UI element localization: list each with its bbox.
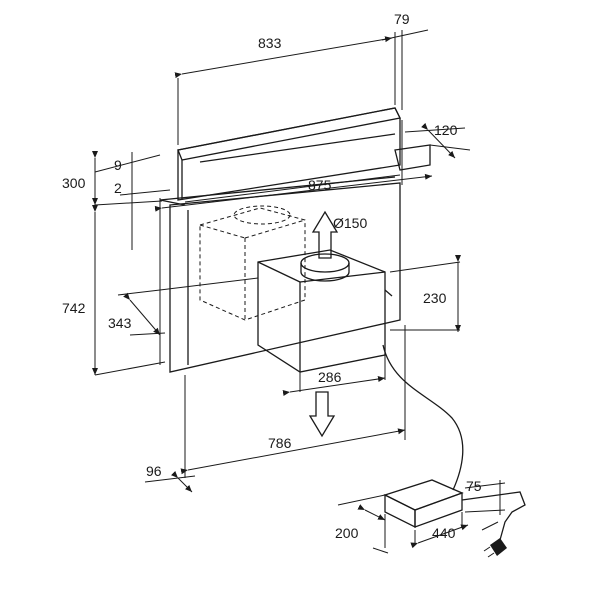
dim-label-230: 230 <box>423 290 447 306</box>
dim-label-286: 286 <box>318 369 342 385</box>
hidden-duct-box <box>199 205 306 321</box>
dim-label-79: 79 <box>394 11 410 27</box>
dim-label-440: 440 <box>432 525 456 541</box>
dim-label-833: 833 <box>258 35 282 51</box>
fan-box <box>257 249 393 373</box>
mains-cable <box>461 491 526 541</box>
airflow-down-arrow <box>308 391 336 438</box>
dim-label-2: 2 <box>114 180 122 196</box>
dim-label-343: 343 <box>108 315 132 331</box>
airflow-up-arrow <box>311 210 339 259</box>
dim-label-75: 75 <box>466 478 482 494</box>
extractor-top-unit <box>177 107 431 203</box>
dim-label-300: 300 <box>62 175 86 191</box>
power-cable <box>382 344 464 491</box>
plug-icon <box>483 538 507 558</box>
dim-label-875: 875 <box>308 177 332 193</box>
dim-label-742: 742 <box>62 300 86 316</box>
control-box <box>383 479 464 529</box>
dim-label-786: 786 <box>268 435 292 451</box>
dim-label-120: 120 <box>434 122 458 138</box>
dim-label-96: 96 <box>146 463 162 479</box>
dimension-lines <box>92 29 506 554</box>
dim-label-200: 200 <box>335 525 359 541</box>
dim-label-150: Ø150 <box>333 215 367 231</box>
dim-label-9: 9 <box>114 157 122 173</box>
